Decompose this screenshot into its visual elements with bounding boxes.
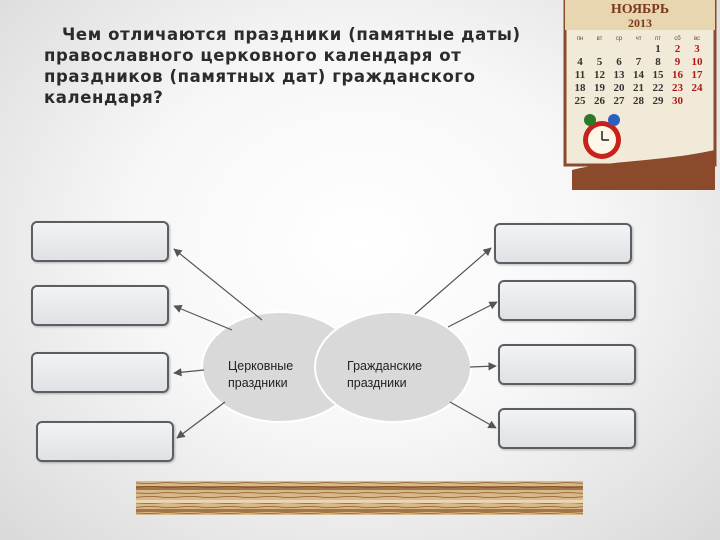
arrow-right-2 [447,301,498,328]
calendar-day: 30 [672,95,684,107]
left-answer-box-3 [31,352,169,393]
calendar-day: 27 [614,95,626,107]
arrow-right-1 [414,247,492,315]
civil-holidays-label-line1: Гражданские [347,359,423,373]
church-holidays-label-line2: праздники [228,376,288,390]
wooden-strip-decoration [136,481,583,515]
calendar-day: 13 [614,69,626,81]
calendar-day: 21 [633,82,644,94]
calendar-day: 20 [614,82,626,94]
arrow-left-3 [173,368,205,377]
right-answer-box-1 [494,223,632,264]
calendar-day: 19 [594,82,606,94]
arrow-right-4 [449,401,497,429]
calendar-weekday: вс [694,36,700,42]
right-answer-box-3 [498,344,636,385]
calendar-day: 3 [694,43,700,55]
church-holidays-label-line1: Церковные [228,359,294,373]
calendar-day: 7 [636,56,642,68]
right-answer-box-2 [498,280,636,321]
calendar-day: 10 [692,56,704,68]
arrow-left-2 [173,305,233,331]
calendar-day: 15 [653,69,665,81]
left-answer-box-1 [31,221,169,262]
calendar-day: 4 [577,56,583,68]
calendar-day: 28 [633,95,645,107]
calendar-day: 2 [675,43,681,55]
calendar-day: 14 [633,69,645,81]
calendar-weekday: чт [636,36,642,42]
calendar-day: 11 [575,69,585,81]
left-answer-box-2 [31,285,169,326]
calendar-day: 23 [672,82,684,94]
calendar-day: 5 [597,56,603,68]
calendar-day: 9 [675,56,681,68]
calendar-day: 16 [672,69,684,81]
clock-icon [583,114,621,187]
calendar-day: 1 [655,43,661,55]
calendar-year: 2013 [628,16,652,30]
arrow-left-1 [173,248,263,321]
arrow-right-3 [469,362,497,371]
calendar-month: НОЯБРЬ [611,2,669,17]
calendar-weekday: сб [674,36,681,42]
calendar-day: 18 [575,82,587,94]
calendar-day: 25 [575,95,587,107]
calendar-day: 6 [616,56,622,68]
calendar-day: 29 [653,95,665,107]
calendar-day: 8 [655,56,661,68]
church-holidays-label: Церковные праздники [228,358,293,392]
calendar-weekday: пн [577,36,584,42]
calendar-day: 24 [692,82,704,94]
page-title: Чем отличаются праздники (памятные даты)… [44,25,521,107]
calendar-weekday: пт [655,36,661,42]
calendar-weekday: вт [597,36,603,42]
calendar-bottom-ornament [572,150,715,190]
calendar-day: 12 [594,69,606,81]
arrow-left-4 [176,401,226,439]
calendar-day: 26 [594,95,606,107]
calendar-weekday: ср [616,36,623,42]
civil-holidays-label-line2: праздники [347,376,407,390]
left-answer-box-4 [36,421,174,462]
civil-holidays-label: Гражданские праздники [347,358,422,392]
right-answer-box-4 [498,408,636,449]
calendar-day: 22 [653,82,665,94]
calendar-day: 17 [692,69,704,81]
